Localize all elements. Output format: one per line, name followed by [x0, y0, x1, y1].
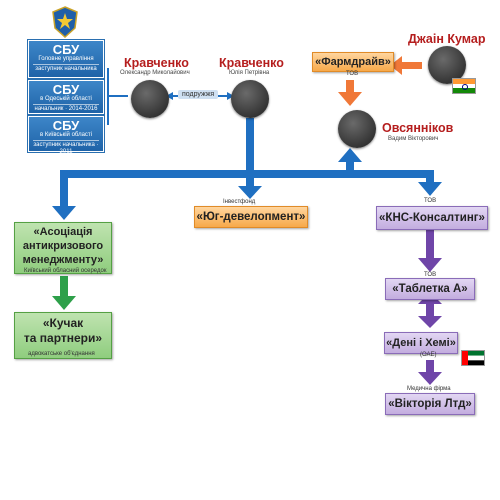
trunk-line [246, 118, 254, 180]
company-type: Медична фірма [407, 386, 451, 392]
person-avatar-icon [428, 46, 466, 84]
sbu-card-odesa: СБУ в Одеській області начальник · 2014-… [28, 80, 104, 114]
person-fullname-kravchenko-o: Олександр Миколайович [120, 70, 190, 76]
company-name-line: антикризового [22, 240, 104, 252]
company-caption: (ОАЕ) [420, 352, 437, 358]
person-avatar-icon [231, 80, 269, 118]
person-surname-ovsiannikov: Овсянніков [382, 121, 454, 135]
arrow-to-ovsiannikov [338, 148, 362, 162]
company-deni: «Дені і Хемі» [384, 332, 458, 354]
arrow-to-viktoriya [418, 372, 442, 385]
company-type: ТОВ [424, 272, 437, 278]
sbu-bracket-line [107, 68, 128, 125]
company-name: «Дені і Хемі» [386, 337, 456, 349]
arrow-to-asotsiatsiya [52, 206, 76, 220]
arrow-to-kuchak [52, 296, 76, 310]
company-name: «КНС-Консалтинг» [379, 212, 485, 224]
company-name: «Юг-девелопмент» [196, 211, 306, 223]
company-caption: Київський обласний осередок [24, 268, 107, 274]
person-fullname-kravchenko-yu: Юлія Петрівна [229, 70, 270, 76]
arrow-to-kns [418, 182, 442, 196]
sbu-card-kyiv: СБУ в Київській області заступник началь… [28, 116, 104, 155]
company-kns: «КНС-Консалтинг» [376, 206, 488, 230]
company-caption: адвокатське об'єднання [28, 351, 95, 357]
sbu-card-role: заступник начальника [33, 64, 99, 73]
company-name: «Вікторія Лтд» [388, 398, 472, 410]
sbu-card-role: начальник · 2014-2016 [33, 104, 99, 112]
company-name: «Таблетка А» [392, 283, 468, 295]
company-tabletka: «Таблетка А» [385, 278, 475, 300]
arrow-kumar-to-farmdrive [390, 56, 402, 75]
company-name: «Фармдрайв» [315, 56, 391, 68]
sbu-card-sub: в Одеській області [40, 96, 92, 102]
company-name-line: «Асоціація [33, 226, 93, 238]
shield-emblem-icon [52, 6, 78, 38]
arrow-to-deni [418, 316, 442, 328]
arrow-farmdrive-to-ovsiannikov [338, 92, 362, 106]
company-yug: «Юг-девелопмент» [194, 206, 308, 228]
person-surname-kravchenko-o: Кравченко [124, 56, 189, 70]
india-flag-icon [452, 78, 476, 94]
company-name-line: менеджменту» [22, 254, 104, 266]
company-kuchak: «Кучак та партнери» [14, 312, 112, 359]
sbu-card-title: СБУ [52, 118, 80, 133]
uae-flag-icon [461, 350, 485, 366]
company-name-line: та партнери» [23, 331, 103, 345]
company-farmdrive: «Фармдрайв» [312, 52, 394, 72]
sbu-card-main: СБУ Головне управління заступник начальн… [28, 40, 104, 78]
company-asotsiatsiya: «Асоціація антикризового менеджменту» [14, 222, 112, 274]
sbu-card-role: заступник начальника · 2011 [33, 140, 99, 155]
person-avatar-icon [131, 80, 169, 118]
arrow-to-tabletka [418, 258, 442, 272]
main-horizontal-line [60, 170, 434, 178]
sbu-card-sub: в Київській області [39, 132, 92, 138]
company-name-line: «Кучак [42, 316, 84, 330]
person-avatar-icon [338, 110, 376, 148]
person-surname-kumar: Джаін Кумар [408, 32, 486, 46]
arrow-to-yug [238, 186, 262, 199]
sbu-card-title: СБУ [52, 42, 80, 57]
sbu-card-sub: Головне управління [38, 56, 94, 62]
company-type: ТОВ [346, 71, 359, 77]
company-viktoriya: «Вікторія Лтд» [385, 393, 475, 415]
sbu-card-title: СБУ [52, 82, 80, 97]
person-surname-kravchenko-yu: Кравченко [219, 56, 284, 70]
spouses-label: подружжя [178, 90, 219, 99]
person-fullname-ovsiannikov: Вадим Вікторович [388, 136, 439, 142]
company-type: Інвестфонд [223, 199, 256, 205]
company-type: ТОВ [424, 198, 437, 204]
